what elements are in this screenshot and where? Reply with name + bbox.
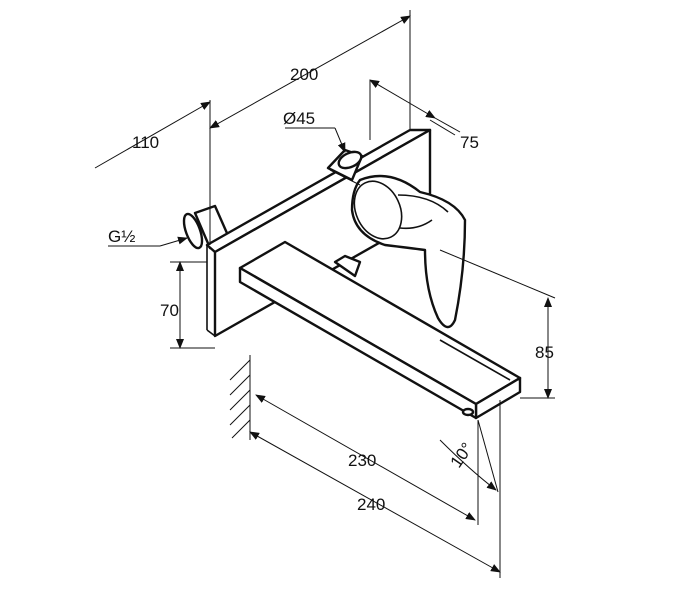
dim-230: 230 bbox=[348, 451, 376, 470]
handle bbox=[350, 174, 467, 329]
dim-85: 85 bbox=[535, 343, 554, 362]
dim-70: 70 bbox=[160, 301, 179, 320]
dim-diameter: Ø45 bbox=[283, 109, 315, 128]
dim-110: 110 bbox=[132, 133, 159, 152]
dimension-lines bbox=[94, 10, 556, 578]
rear-cylinder bbox=[326, 148, 364, 182]
dim-75: 75 bbox=[460, 133, 479, 152]
dim-200: 200 bbox=[290, 65, 318, 84]
wall-hatch bbox=[229, 355, 251, 440]
dim-thread: G½ bbox=[108, 227, 135, 246]
spout bbox=[238, 240, 522, 420]
dim-angle: 10° bbox=[447, 439, 477, 471]
dim-240: 240 bbox=[357, 495, 385, 514]
